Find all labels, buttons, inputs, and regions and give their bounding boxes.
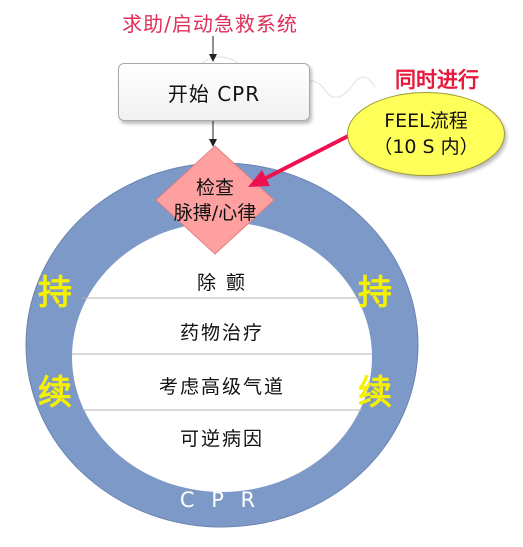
feel-line-2: （10 S 内） (373, 136, 479, 158)
sustain-right-char-2: 续 (358, 373, 392, 413)
feel-line-1: FEEL流程 (384, 110, 468, 132)
sustain-left-char-2: 续 (38, 373, 72, 413)
arrow-feel-to-check-head (248, 170, 270, 187)
start-cpr-text: 开始 CPR (167, 81, 261, 106)
step-reversible-causes: 可逆病因 (179, 428, 264, 450)
inner-circle (72, 222, 372, 492)
arrow-feel-to-check (261, 128, 361, 182)
step-defibrillation: 除 颤 (196, 272, 248, 294)
sustain-right-char-1: 持 (358, 273, 392, 313)
start-cpr-box: 开始 CPR (118, 63, 310, 121)
sustain-left-char-1: 持 (38, 273, 72, 313)
step-medication: 药物治疗 (179, 322, 264, 344)
cpr-ring-label: C P R (179, 488, 261, 512)
call-for-help-label: 求助/启动急救系统 (122, 12, 298, 36)
check-label-2: 脉搏/心律 (173, 202, 257, 224)
check-label-1: 检查 (195, 177, 234, 199)
feel-process-bubble: FEEL流程 （10 S 内） (347, 92, 505, 176)
step-advanced-airway: 考虑高级气道 (158, 376, 285, 398)
simultaneous-label: 同时进行 (395, 68, 479, 92)
